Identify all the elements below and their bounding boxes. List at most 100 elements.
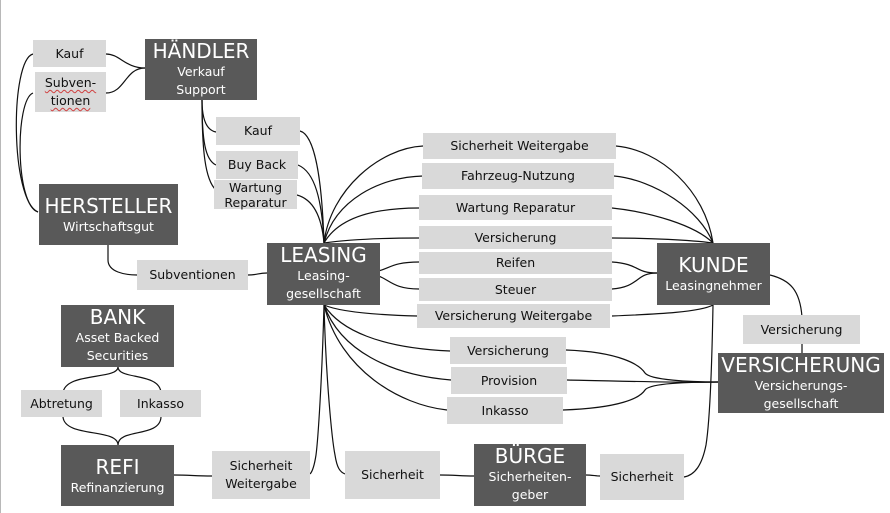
connector: [247, 272, 268, 276]
entity-subtitle: Verkauf: [177, 64, 225, 79]
entity-title: HERSTELLER: [44, 194, 173, 218]
relation-sicherheit-buerge-right[interactable]: Sicherheit: [600, 454, 684, 500]
entity-haendler[interactable]: HÄNDLER Verkauf Support: [145, 39, 257, 100]
connector: [323, 207, 420, 244]
entity-bank[interactable]: BANK Asset Backed Securities: [61, 305, 174, 367]
connector: [611, 237, 714, 244]
relation-versicherung-kunde[interactable]: Versicherung: [419, 226, 612, 249]
relation-label: Abtretung: [30, 395, 93, 411]
relation-label: Versicherung: [474, 229, 557, 245]
relation-label: Inkasso: [137, 395, 184, 411]
relation-label: Reifen: [495, 255, 536, 270]
relation-versicherung-weitergabe[interactable]: Versicherung Weitergabe: [417, 304, 610, 328]
connector: [611, 261, 658, 274]
connector: [683, 304, 714, 478]
entity-buerge[interactable]: BÜRGE Sicherheiten- geber: [474, 444, 586, 506]
relation-buy-back[interactable]: Buy Back: [216, 151, 298, 179]
connector: [769, 274, 803, 318]
relation-reifen[interactable]: Reifen: [419, 252, 612, 274]
page-border: [0, 0, 1, 513]
connector: [323, 304, 418, 317]
relation-label: Wartung: [228, 179, 283, 195]
connector: [611, 207, 714, 244]
connector: [585, 474, 601, 477]
connector: [201, 99, 217, 191]
connector: [611, 304, 714, 317]
entity-title: VERSICHERUNG: [721, 353, 881, 377]
relation-label: tionen: [50, 93, 91, 108]
entity-versicherung[interactable]: VERSICHERUNG Versicherungs- gesellschaft: [718, 353, 884, 413]
connector: [105, 67, 146, 94]
entity-subtitle: Support: [176, 82, 226, 97]
relation-label: Sicherheit: [229, 458, 293, 473]
entity-hersteller[interactable]: HERSTELLER Wirtschaftsgut: [39, 184, 178, 245]
entity-subtitle: Wirtschaftsgut: [63, 219, 154, 234]
relation-label: Fahrzeug-Nutzung: [461, 168, 575, 183]
relation-wartung-reparatur[interactable]: Wartung Reparatur: [419, 195, 612, 220]
relation-abtretung[interactable]: Abtretung: [21, 390, 102, 417]
relation-label: Subventionen: [149, 267, 236, 282]
entity-refi[interactable]: REFI Refinanzierung: [61, 445, 174, 506]
connector: [173, 474, 213, 477]
entity-subtitle: Versicherungs-: [754, 378, 848, 393]
relation-kauf-haendler[interactable]: Kauf: [33, 40, 106, 67]
entity-subtitle: geber: [511, 487, 549, 502]
entity-leasing[interactable]: LEASING Leasing- gesellschaft: [267, 243, 380, 305]
relation-sicherheit-buerge-left[interactable]: Sicherheit: [345, 451, 440, 499]
entity-title: BANK: [89, 305, 146, 329]
relation-steuer[interactable]: Steuer: [419, 278, 612, 301]
relation-versicherung-vers[interactable]: Versicherung: [450, 337, 566, 364]
entity-subtitle: Leasingnehmer: [665, 278, 762, 293]
relation-label: Versicherung: [467, 342, 549, 358]
relation-wartung-reparatur-haendler[interactable]: Wartung Reparatur: [214, 179, 297, 210]
connector: [105, 53, 146, 69]
connector: [107, 245, 138, 276]
entity-subtitle: Asset Backed: [75, 330, 160, 345]
connector: [299, 130, 325, 244]
relation-label: Sicherheit: [610, 469, 674, 484]
entity-title: LEASING: [280, 243, 367, 267]
connector: [117, 366, 162, 394]
connector: [323, 145, 424, 244]
relation-label: Sicherheit Weitergabe: [450, 138, 589, 153]
connector: [19, 92, 39, 213]
entity-kunde[interactable]: KUNDE Leasingnehmer: [657, 243, 770, 305]
connector: [611, 272, 658, 290]
connector: [323, 304, 452, 381]
relation-label: Sicherheit: [361, 467, 424, 482]
relation-label: Kauf: [244, 123, 272, 138]
relation-subventionen-hersteller[interactable]: Subventionen: [137, 260, 248, 290]
relation-kauf-leasing[interactable]: Kauf: [216, 117, 300, 145]
entity-title: REFI: [95, 455, 140, 479]
relation-label: Versicherung: [760, 321, 843, 337]
connector: [565, 349, 719, 383]
relation-provision[interactable]: Provision: [451, 367, 567, 394]
connector: [615, 145, 714, 244]
relation-inkasso-bank[interactable]: Inkasso: [120, 390, 201, 417]
connector: [117, 416, 162, 446]
relation-versicherung-kunde-vers[interactable]: Versicherung: [743, 315, 860, 344]
entity-subtitle: Sicherheiten-: [488, 469, 572, 484]
relation-fahrzeug-nutzung[interactable]: Fahrzeug-Nutzung: [422, 163, 614, 189]
relation-inkasso-vers[interactable]: Inkasso: [447, 397, 563, 424]
relation-label: Provision: [480, 372, 538, 388]
relation-label: Kauf: [55, 45, 84, 61]
connector: [323, 237, 420, 244]
connector: [439, 474, 475, 477]
relation-label: Reparatur: [224, 194, 287, 210]
relation-label: Weitergabe: [225, 476, 297, 491]
connector: [62, 366, 119, 394]
connector: [562, 381, 719, 411]
connector: [297, 164, 325, 244]
connector: [62, 416, 119, 446]
connector: [296, 194, 325, 244]
relation-label: Inkasso: [481, 402, 529, 418]
relation-subventionen-haendler[interactable]: Subven- tionen: [35, 72, 106, 112]
connector: [323, 175, 424, 244]
relation-sicherheit-weitergabe-refi[interactable]: Sicherheit Weitergabe: [212, 451, 310, 499]
entity-title: BÜRGE: [494, 444, 566, 468]
relation-sicherheit-weitergabe[interactable]: Sicherheit Weitergabe: [423, 133, 616, 159]
relation-label: Subven-: [44, 75, 97, 90]
relation-label: Versicherung Weitergabe: [434, 308, 593, 323]
